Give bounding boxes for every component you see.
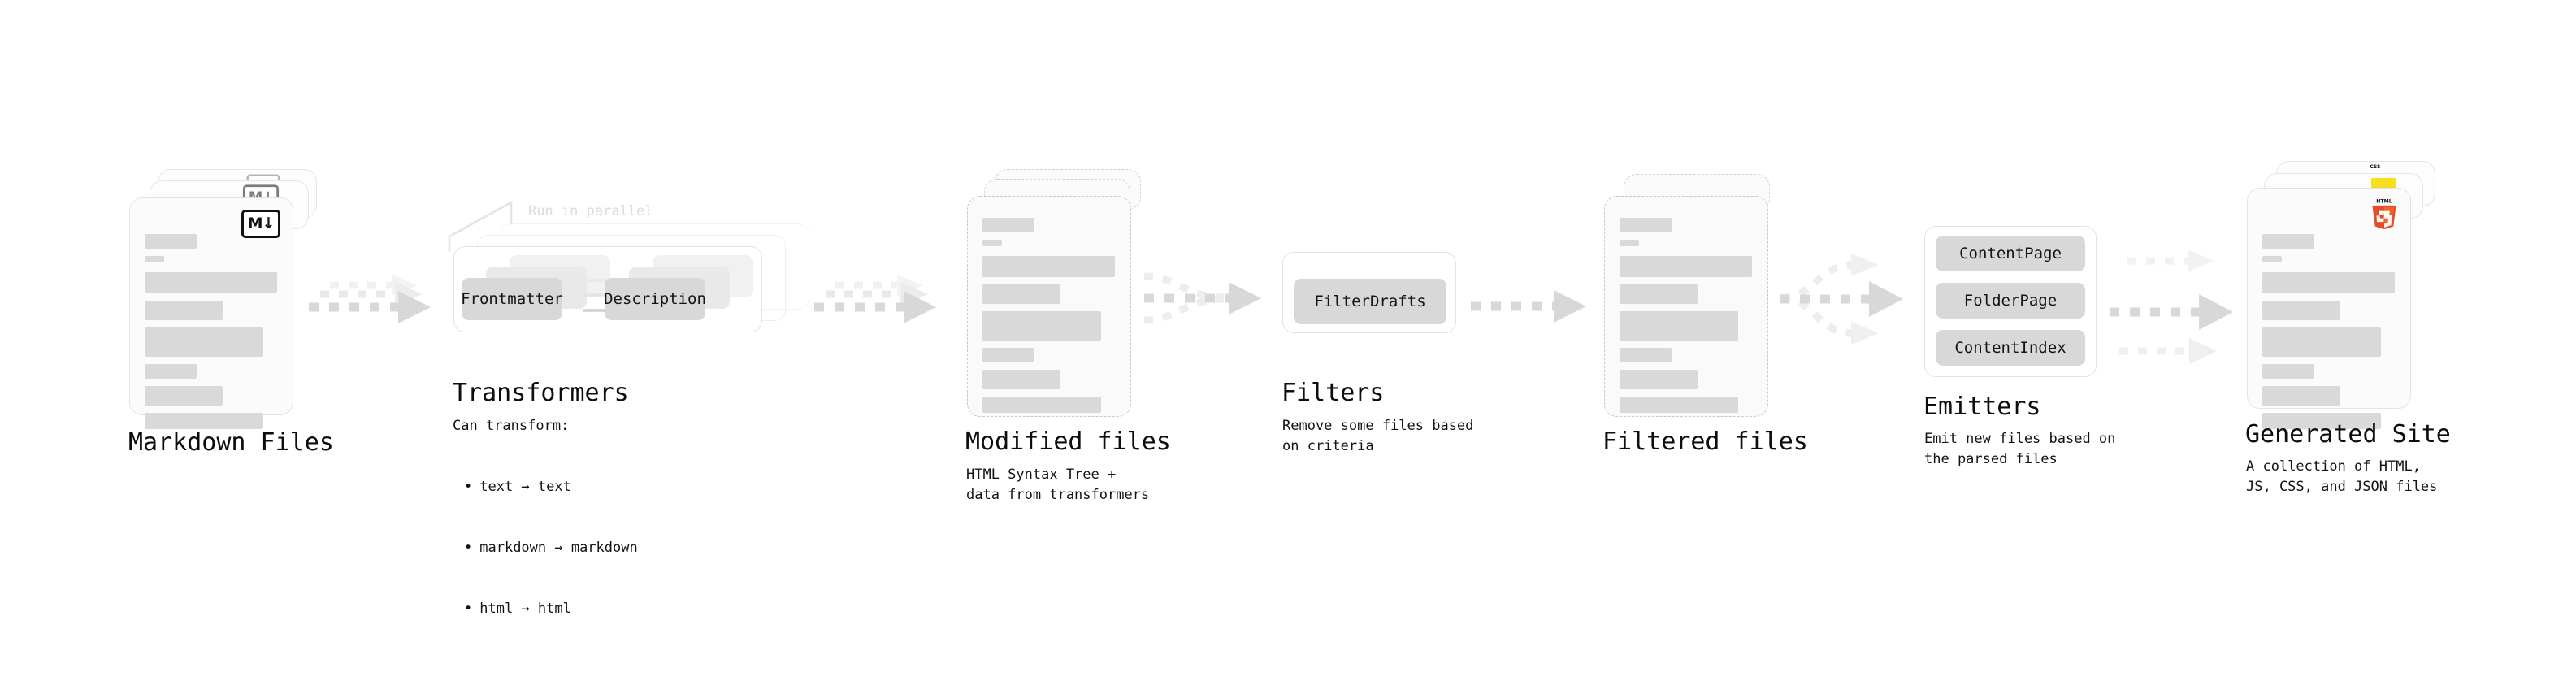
emitters-heading: Emitters	[1923, 393, 2041, 421]
filter-chip-filterdrafts[interactable]: FilterDrafts	[1294, 279, 1446, 324]
filters-subtext: Remove some files based on criteria	[1282, 418, 1474, 454]
transformer-chip-frontmatter[interactable]: Frontmatter	[461, 278, 563, 320]
transformer-bullet-3: html → html	[479, 601, 571, 617]
arrow-transformers-to-modified	[814, 275, 936, 323]
svg-text:HTML: HTML	[2376, 199, 2392, 205]
site-file-content	[2262, 234, 2396, 436]
transformers-heading: Transformers	[453, 379, 629, 407]
emitters-subtext: Emit new files based on the parsed files	[1924, 431, 2116, 467]
transformer-bullet-2: markdown → markdown	[479, 540, 638, 556]
generated-site-heading: Generated Site	[2245, 420, 2451, 449]
markdown-file-content	[145, 234, 278, 436]
markdown-file-card: M↓	[129, 197, 293, 429]
transformer-chip-description[interactable]: Description	[604, 278, 706, 320]
bullet-dot: •	[464, 479, 473, 495]
arrow-filters-to-filtered	[1471, 290, 1586, 323]
transformers-bullet-text: • text → text • markdown → markdown • ht…	[464, 436, 638, 660]
bullet-dot: •	[464, 601, 473, 617]
arrow-filtered-to-emitters	[1780, 254, 1903, 345]
transformers-subtext: Can transform:	[453, 418, 570, 434]
filtered-file-card	[1604, 196, 1768, 417]
emitter-chip-contentindex[interactable]: ContentIndex	[1936, 330, 2085, 366]
generated-site-subtext: A collection of HTML, JS, CSS, and JSON …	[2246, 458, 2438, 495]
html5-icon: HTML	[2370, 197, 2399, 231]
emitter-chip-folderpage[interactable]: FolderPage	[1936, 283, 2085, 319]
js-icon	[2371, 178, 2396, 189]
filtered-files-heading: Filtered files	[1602, 427, 1808, 456]
transformer-bullet-1: text → text	[479, 479, 571, 495]
run-in-parallel-bracket	[448, 201, 513, 253]
modified-file-content	[982, 218, 1116, 420]
arrow-emitters-to-site	[2110, 249, 2233, 364]
markdown-files-heading: Markdown Files	[128, 428, 334, 457]
site-file-card: HTML	[2247, 188, 2411, 429]
modified-files-heading: Modified files	[965, 427, 1171, 456]
modified-file-card	[967, 196, 1131, 417]
filtered-file-content	[1620, 218, 1753, 420]
filters-heading: Filters	[1281, 379, 1385, 407]
modified-files-subtext: HTML Syntax Tree + data from transformer…	[966, 466, 1150, 503]
emitter-chip-contentpage[interactable]: ContentPage	[1936, 236, 2085, 271]
arrow-markdown-to-transformers	[309, 275, 431, 323]
run-in-parallel-label: Run in parallel	[528, 203, 653, 219]
arrow-modified-to-filters	[1143, 272, 1261, 324]
markdown-icon: M↓	[241, 210, 280, 238]
bullet-dot: •	[464, 540, 473, 556]
